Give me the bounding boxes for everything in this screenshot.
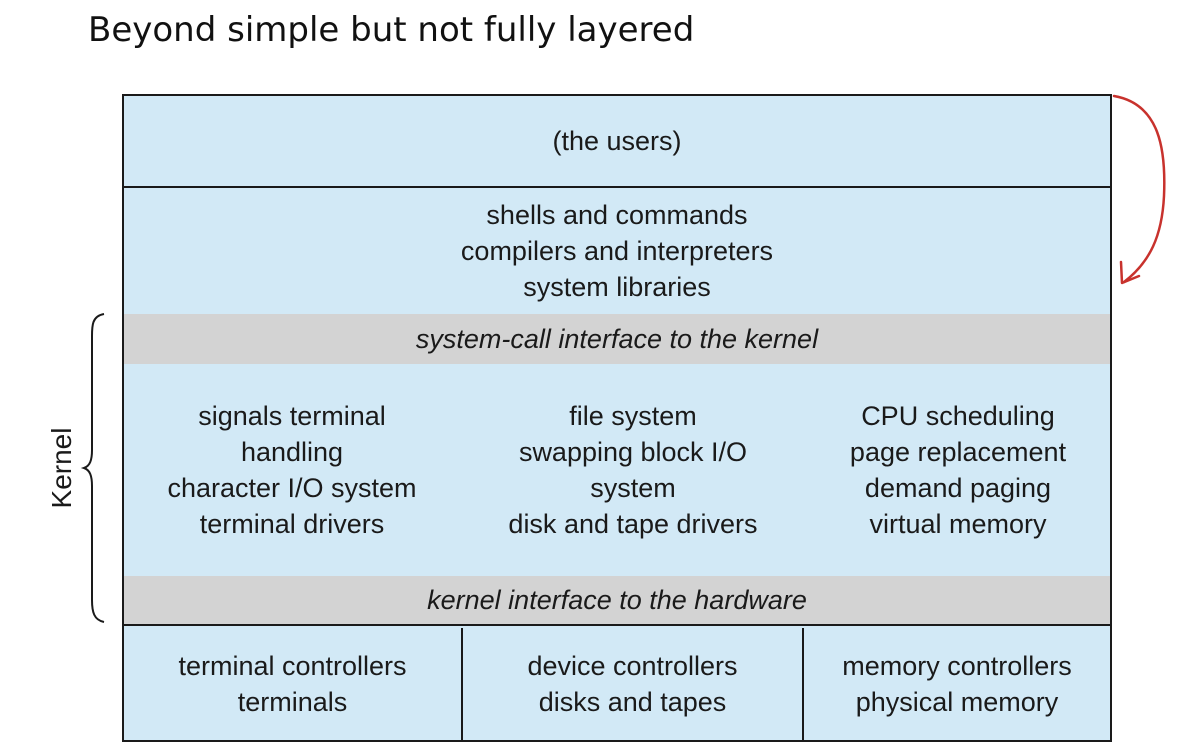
kernel-line: disk and tape drivers bbox=[508, 509, 758, 539]
shells-layer: shells and commands compilers and interp… bbox=[124, 188, 1110, 314]
users-layer: (the users) bbox=[124, 96, 1110, 188]
hardware-line: terminals bbox=[237, 687, 348, 717]
kernel-column-terminal: signals terminal handling character I/O … bbox=[124, 364, 460, 576]
kernel-brace bbox=[80, 313, 105, 623]
kernel-line: signals terminal bbox=[198, 401, 386, 431]
kernel-line: demand paging bbox=[864, 473, 1052, 503]
red-arrow-head bbox=[1119, 260, 1141, 285]
hardware-cell-device: device controllers disks and tapes bbox=[463, 628, 804, 740]
hardware-interface-layer: kernel interface to the hardware bbox=[124, 576, 1110, 626]
hardware-line: disks and tapes bbox=[538, 687, 727, 717]
red-curved-arrow bbox=[1112, 94, 1166, 284]
kernel-body-layer: signals terminal handling character I/O … bbox=[124, 364, 1110, 576]
hardware-line: memory controllers bbox=[842, 651, 1072, 681]
unix-structure-diagram: (the users) shells and commands compiler… bbox=[122, 94, 1112, 742]
kernel-line: handling bbox=[240, 437, 344, 467]
kernel-line: system bbox=[590, 473, 676, 503]
syscall-interface-layer: system-call interface to the kernel bbox=[124, 314, 1110, 364]
kernel-line: character I/O system bbox=[167, 473, 417, 503]
kernel-line: file system bbox=[569, 401, 697, 431]
kernel-line: page replacement bbox=[849, 437, 1067, 467]
hardware-cell-terminal: terminal controllers terminals bbox=[124, 628, 463, 740]
hardware-line: terminal controllers bbox=[178, 651, 407, 681]
kernel-line: virtual memory bbox=[869, 509, 1047, 539]
hardware-line: physical memory bbox=[855, 687, 1059, 717]
kernel-column-memory: CPU scheduling page replacement demand p… bbox=[806, 364, 1110, 576]
kernel-line: swapping block I/O bbox=[518, 437, 748, 467]
kernel-line: terminal drivers bbox=[199, 509, 385, 539]
shells-line: system libraries bbox=[523, 272, 711, 302]
kernel-column-filesystem: file system swapping block I/O system di… bbox=[460, 364, 806, 576]
hardware-cell-memory: memory controllers physical memory bbox=[804, 628, 1110, 740]
shells-line: shells and commands bbox=[486, 200, 748, 230]
shells-line: compilers and interpreters bbox=[460, 236, 774, 266]
slide-title: Beyond simple but not fully layered bbox=[88, 10, 695, 50]
hardware-line: device controllers bbox=[527, 651, 738, 681]
kernel-line: CPU scheduling bbox=[861, 401, 1055, 431]
